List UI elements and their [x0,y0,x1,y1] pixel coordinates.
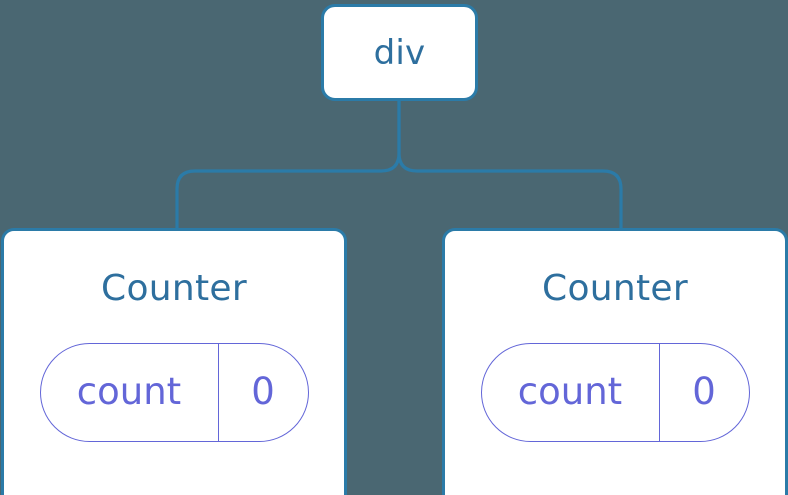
node-counter-1-label: Counter [542,268,688,309]
state-pill-1-value: 0 [658,344,749,441]
node-counter-1[interactable]: Counter count 0 [442,228,788,495]
state-pill-0-value: 0 [217,344,308,441]
state-pill-0-key: count [76,369,182,413]
state-pill-1-key: count [517,369,623,413]
node-counter-0-label: Counter [101,268,247,309]
edge-root-to-counter-left [175,100,401,231]
state-pill-0: count 0 [39,343,309,442]
edge-root-to-counter-right [397,100,623,231]
node-div[interactable]: div [321,4,478,101]
state-pill-1: count 0 [480,343,750,442]
node-counter-0[interactable]: Counter count 0 [1,228,347,495]
node-div-label: div [373,32,426,73]
